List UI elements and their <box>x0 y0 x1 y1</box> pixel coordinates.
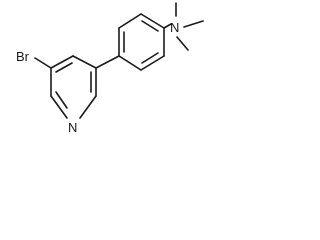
bond <box>79 95 97 119</box>
bond <box>140 55 165 71</box>
bond <box>118 55 142 71</box>
bond <box>72 55 97 69</box>
double-bond-inner <box>141 52 159 64</box>
bond <box>140 13 165 29</box>
dimethylamino-group <box>163 2 204 51</box>
double-bond-inner <box>141 20 159 32</box>
molecule-structure: Br N N <box>16 2 204 135</box>
bromine-label: Br <box>16 49 30 64</box>
bromine-substituent <box>34 57 52 69</box>
bond <box>34 57 52 69</box>
pyridine-ring <box>50 55 97 119</box>
bond <box>50 55 74 69</box>
bond <box>163 23 172 29</box>
pyridine-nitrogen-label: N <box>68 120 77 135</box>
bond <box>50 95 68 119</box>
benzene-ring <box>118 13 165 71</box>
methyl-bond <box>183 20 204 28</box>
bond <box>118 13 142 29</box>
double-bond-inner <box>55 91 68 109</box>
bond <box>95 55 120 69</box>
methyl-bond <box>176 36 189 51</box>
double-bond-inner <box>55 62 73 73</box>
biaryl-bond <box>95 55 120 69</box>
amine-nitrogen-label: N <box>170 20 179 35</box>
